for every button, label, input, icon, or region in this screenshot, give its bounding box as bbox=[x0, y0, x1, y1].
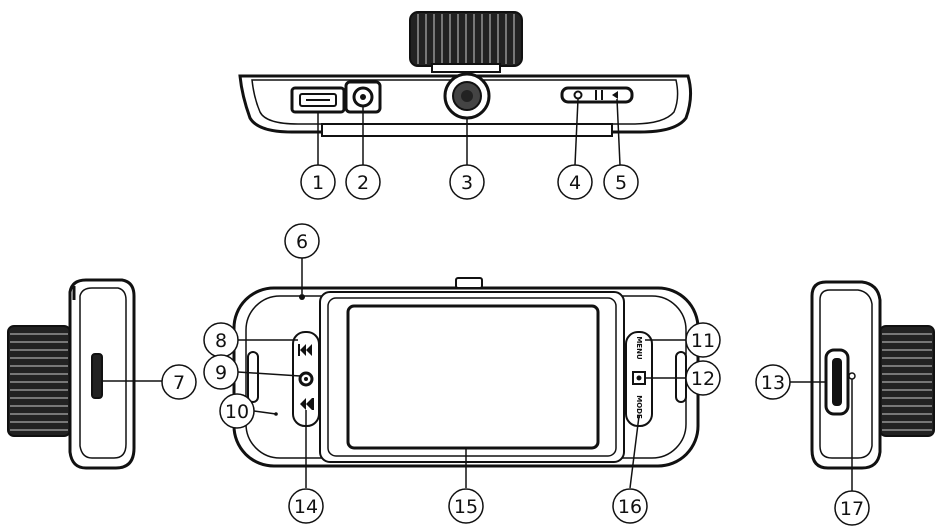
callout-14: 14 bbox=[288, 488, 324, 524]
svg-text:4: 4 bbox=[569, 172, 581, 194]
svg-text:14: 14 bbox=[294, 496, 318, 518]
svg-text:17: 17 bbox=[840, 498, 864, 520]
mount-knob-right bbox=[879, 325, 935, 437]
svg-text:12: 12 bbox=[691, 368, 715, 390]
left-side-view bbox=[7, 278, 162, 470]
svg-text:6: 6 bbox=[296, 231, 308, 253]
menu-button-label: MENU bbox=[635, 336, 643, 360]
callout-2: 2 bbox=[345, 164, 381, 200]
lcd-screen bbox=[346, 304, 600, 450]
callout-15: 15 bbox=[448, 488, 484, 524]
callout-11: 11 bbox=[685, 322, 721, 358]
svg-text:7: 7 bbox=[173, 372, 185, 394]
usb-port bbox=[290, 86, 346, 114]
up-button bbox=[298, 344, 312, 356]
callout-3: 3 bbox=[449, 164, 485, 200]
svg-text:5: 5 bbox=[615, 172, 627, 194]
mount-knob-top bbox=[409, 11, 523, 73]
svg-text:1: 1 bbox=[312, 172, 324, 194]
svg-text:16: 16 bbox=[618, 496, 642, 518]
mount-knob-left bbox=[7, 325, 71, 437]
svg-text:9: 9 bbox=[215, 362, 227, 384]
callout-16: 16 bbox=[612, 488, 648, 524]
callout-8: 8 bbox=[203, 322, 239, 358]
svg-text:15: 15 bbox=[454, 496, 478, 518]
leader-lines-top bbox=[317, 98, 621, 166]
leader-lines-right bbox=[790, 379, 853, 494]
svg-text:3: 3 bbox=[461, 172, 473, 194]
sos-button bbox=[298, 371, 314, 387]
callout-4: 4 bbox=[557, 164, 593, 200]
mini-usb-power-port bbox=[824, 348, 850, 416]
callout-1: 1 bbox=[300, 164, 336, 200]
sd-card-slot bbox=[91, 353, 103, 399]
callout-5: 5 bbox=[603, 164, 639, 200]
callout-13: 13 bbox=[755, 364, 791, 400]
svg-text:13: 13 bbox=[761, 372, 785, 394]
svg-text:11: 11 bbox=[691, 330, 715, 352]
top-view bbox=[238, 11, 693, 166]
callout-7: 7 bbox=[161, 364, 197, 400]
callout-17: 17 bbox=[834, 490, 870, 526]
mode-button-label: MODE bbox=[635, 395, 643, 419]
rear-view: MENU MODE bbox=[232, 258, 700, 489]
callout-10: 10 bbox=[219, 393, 255, 429]
svg-text:10: 10 bbox=[225, 401, 249, 423]
indicator-led bbox=[299, 294, 305, 300]
svg-text:2: 2 bbox=[357, 172, 369, 194]
callout-9: 9 bbox=[203, 354, 239, 390]
leader-lines-rear bbox=[237, 258, 686, 489]
callout-6: 6 bbox=[284, 223, 320, 259]
down-button bbox=[300, 398, 314, 410]
mount-socket bbox=[443, 72, 491, 120]
callout-12: 12 bbox=[685, 360, 721, 396]
right-side-view bbox=[790, 280, 935, 494]
power-button bbox=[560, 86, 634, 104]
reset-hole bbox=[848, 372, 856, 380]
svg-text:8: 8 bbox=[215, 330, 227, 352]
